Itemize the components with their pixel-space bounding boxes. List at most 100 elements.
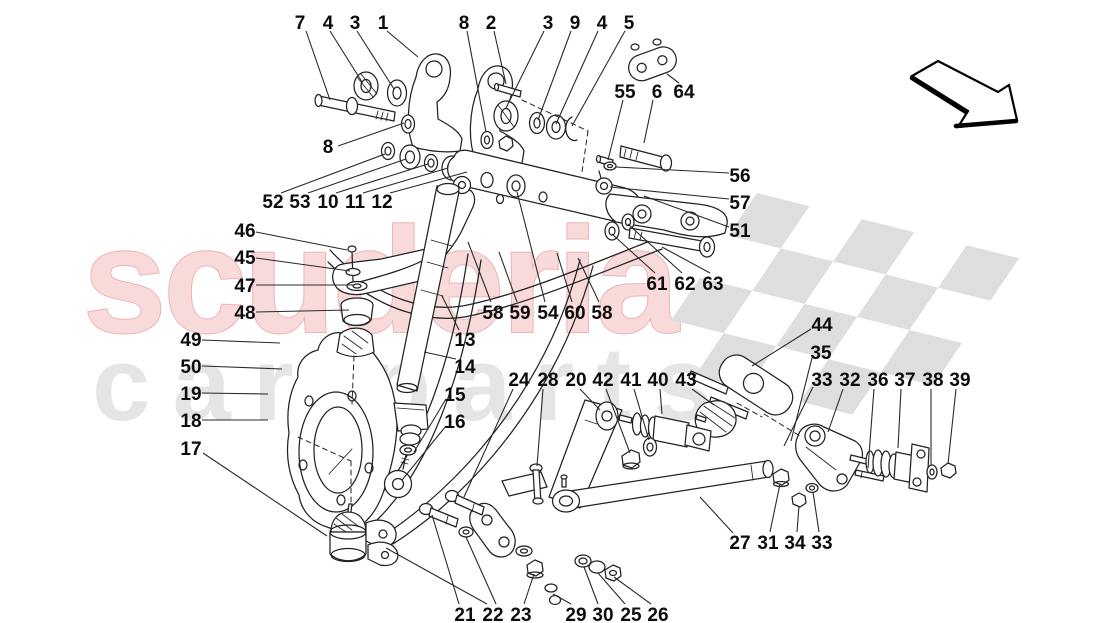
leader-line-39 [947, 388, 957, 465]
leader-line-35 [790, 357, 813, 442]
callout-41: 41 [620, 370, 642, 391]
leader-line-25 [597, 572, 626, 605]
leader-line-33 [812, 491, 820, 533]
callout-62: 62 [674, 274, 695, 295]
leader-line-15 [413, 398, 447, 453]
leader-line-53 [307, 158, 407, 194]
leader-line-23 [523, 573, 535, 605]
leader-line-7 [305, 30, 331, 101]
leader-line-24 [463, 388, 514, 498]
leader-line-3 [356, 30, 395, 90]
checker-cell [671, 277, 753, 334]
leader-line-17 [202, 452, 328, 537]
part-long-bolt-7 [314, 93, 396, 122]
part-mounting-plate [447, 149, 641, 224]
callout-27: 27 [729, 533, 750, 554]
part-bracket-51 [595, 161, 728, 241]
callout-64: 64 [673, 82, 695, 103]
callout-26: 26 [647, 605, 668, 623]
callout-29: 29 [565, 605, 586, 623]
leader-line-40 [659, 388, 663, 415]
callout-24: 24 [508, 370, 530, 391]
leader-line-8 [337, 122, 405, 147]
leader-line-4 [329, 30, 363, 83]
callout-54: 54 [537, 303, 559, 324]
leader-line-8 [466, 30, 487, 133]
leader-line-55 [607, 99, 624, 161]
part-actuator-37 [849, 443, 957, 493]
callout-49: 49 [180, 330, 201, 351]
leader-line-42 [605, 388, 631, 454]
part-bracket-1 [407, 53, 463, 153]
callout-12: 12 [371, 192, 392, 213]
leader-line-9 [537, 30, 572, 121]
leader-line-34 [796, 505, 800, 533]
callout-46: 46 [234, 221, 255, 242]
callout-38: 38 [922, 370, 943, 391]
part-ball-joint-17 [329, 503, 399, 567]
leader-line-37 [897, 388, 902, 449]
leader-line-59 [498, 251, 518, 303]
callout-10: 10 [317, 192, 338, 213]
callout-47: 47 [234, 276, 255, 297]
leader-line-12 [389, 171, 468, 194]
part-damper-40 [618, 412, 712, 470]
callout-60: 60 [564, 303, 585, 324]
part-bracket-32 [795, 423, 864, 492]
callout-23: 23 [510, 605, 531, 623]
leader-line-2 [493, 30, 507, 85]
callout-1: 1 [378, 13, 389, 34]
leader-line-5 [571, 30, 626, 127]
callout-6: 6 [652, 82, 663, 103]
callout-22: 22 [482, 605, 503, 623]
callout-4: 4 [323, 13, 334, 34]
checker-cell [799, 359, 881, 415]
leader-line-13 [441, 295, 460, 331]
leader-line-60 [556, 252, 573, 303]
leader-line-43 [691, 388, 715, 406]
checker-cell [833, 219, 915, 275]
callout-21: 21 [454, 605, 476, 623]
leader-line-57 [609, 186, 730, 200]
callout-45: 45 [234, 248, 256, 269]
leader-line-1 [386, 30, 419, 58]
callout-18: 18 [180, 411, 201, 432]
leader-line-50 [201, 365, 283, 370]
callout-55: 55 [614, 82, 636, 103]
leader-line-14 [423, 351, 457, 360]
leader-line-26 [613, 576, 652, 605]
part-bushing-4 [353, 71, 379, 101]
callout-8: 8 [323, 137, 334, 158]
callout-61: 61 [646, 274, 668, 295]
leader-line-10 [335, 163, 429, 194]
leader-line-64 [666, 73, 680, 84]
callout-7: 7 [295, 13, 306, 34]
callout-14: 14 [454, 357, 476, 378]
leader-line-63 [661, 246, 711, 274]
callout-3: 3 [543, 13, 554, 34]
checker-cell [752, 248, 834, 304]
callout-58: 58 [482, 303, 503, 324]
leader-line-46 [255, 231, 348, 251]
callout-50: 50 [180, 357, 201, 378]
leader-line-22 [385, 547, 488, 605]
part-bushings-cluster-top [480, 100, 578, 152]
leader-line-54 [516, 191, 546, 303]
callout-51: 51 [729, 221, 751, 242]
leader-line-52 [280, 153, 386, 194]
leader-line-61 [611, 233, 656, 274]
leader-line-51 [643, 195, 730, 228]
part-washer-8 [400, 114, 416, 134]
leader-line-21 [431, 514, 460, 605]
checker-cell [776, 303, 858, 360]
callout-20: 20 [565, 370, 586, 391]
callout-63: 63 [702, 274, 723, 295]
callout-32: 32 [839, 370, 860, 391]
callout-15: 15 [444, 385, 466, 406]
leader-line-30 [583, 566, 599, 605]
leader-line-29 [552, 593, 572, 605]
leader-line-22 [465, 536, 497, 605]
leader-line-58 [577, 257, 600, 303]
